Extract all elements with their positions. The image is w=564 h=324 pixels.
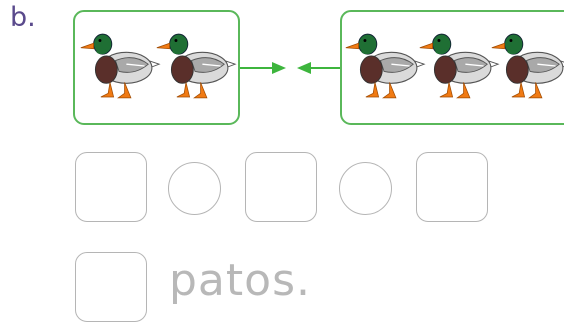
arrow-right-icon xyxy=(240,62,286,74)
operator-circle-2[interactable] xyxy=(339,162,392,215)
arrow-left-icon xyxy=(297,62,340,74)
answer-box-1[interactable] xyxy=(75,152,147,222)
operator-circle-1[interactable] xyxy=(168,162,221,215)
exercise-letter: b. xyxy=(10,2,36,33)
answer-word: patos. xyxy=(169,255,311,306)
answer-box-2[interactable] xyxy=(245,152,317,222)
answer-box-3[interactable] xyxy=(416,152,488,222)
duck-group-right xyxy=(340,10,564,125)
answer-box-result[interactable] xyxy=(75,252,147,322)
duck-group-left xyxy=(73,10,240,125)
